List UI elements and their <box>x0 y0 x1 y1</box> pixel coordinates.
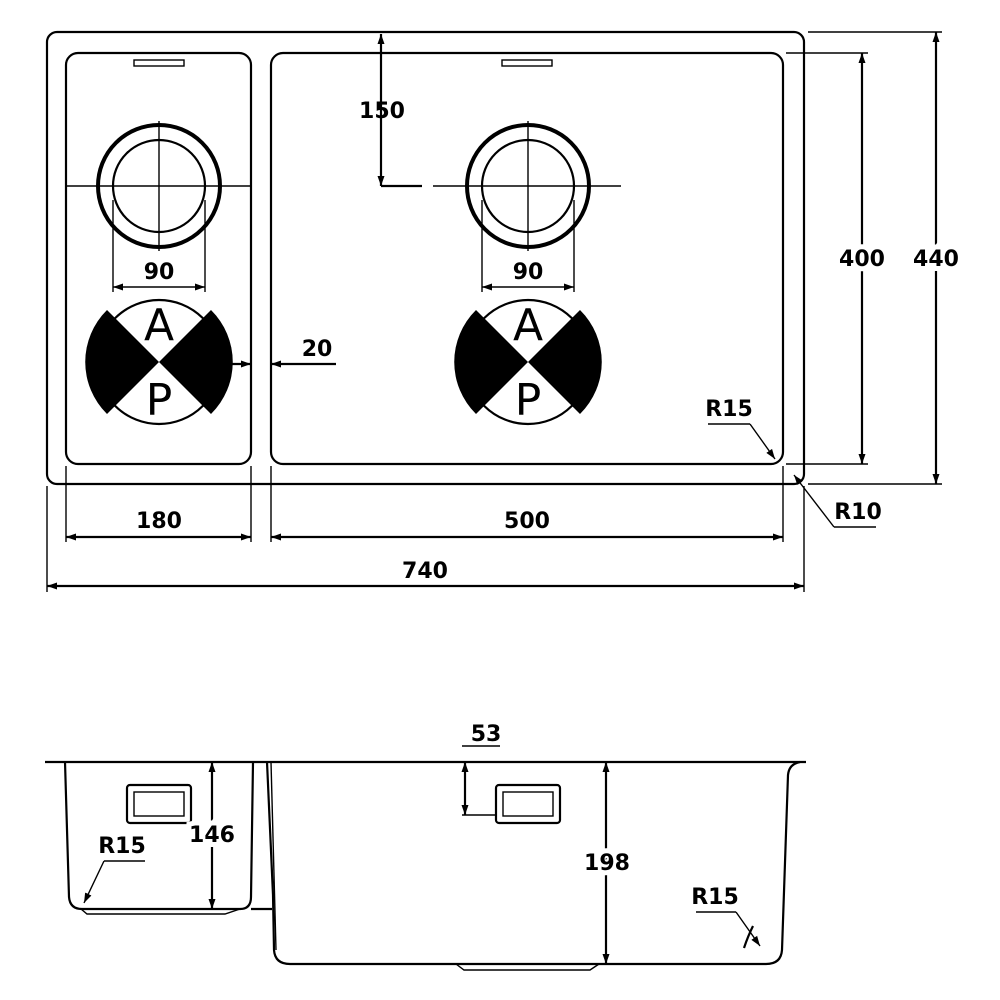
section-large-radius-callout: R15 <box>691 885 761 949</box>
large-bowl-drain <box>433 121 621 251</box>
overall-width-dimension: 740 <box>46 486 805 592</box>
small-valve-symbol: A P <box>85 298 233 426</box>
large-depth-dimension: 198 <box>579 762 635 964</box>
small-bowl-section <box>63 761 255 911</box>
large-bowl-width-label: 500 <box>504 509 550 534</box>
large-section-overflow <box>494 783 562 825</box>
large-valve-symbol: A P <box>454 298 602 426</box>
section-small-radius-label: R15 <box>98 834 146 859</box>
drain-offset-label: 150 <box>359 99 405 124</box>
plan-view: 90 90 150 A P A P <box>45 30 964 592</box>
small-bowl-drain <box>66 121 251 251</box>
section-small-radius-callout: R15 <box>83 834 146 904</box>
large-depth-label: 198 <box>584 851 630 876</box>
large-bowl-outline <box>269 51 785 466</box>
overflow-offset-label: 53 <box>471 722 502 747</box>
valve-top-label: A <box>513 300 543 351</box>
bowl-height-dimension: 400 <box>786 52 890 465</box>
sink-outer-outline <box>45 30 806 486</box>
gap-dimension: 20 <box>222 337 336 368</box>
overall-height-label: 440 <box>913 247 959 272</box>
outer-radius-label: R10 <box>834 500 882 525</box>
small-bowl-outline <box>64 51 253 466</box>
overall-width-label: 740 <box>402 559 448 584</box>
drain-offset-dimension: 150 <box>359 34 422 188</box>
small-bowl-width-label: 180 <box>136 509 182 534</box>
section-view: 146 198 53 R15 R15 <box>45 722 806 971</box>
small-bowl-width-dimension: 180 <box>65 466 252 542</box>
large-hole-dimension: 90 <box>481 200 575 292</box>
small-overflow-slot <box>133 59 185 67</box>
section-large-radius-label: R15 <box>691 885 739 910</box>
small-hole-label: 90 <box>144 260 175 285</box>
gap-label: 20 <box>302 337 333 362</box>
large-hole-label: 90 <box>513 260 544 285</box>
overflow-offset-dimension: 53 <box>461 722 502 816</box>
small-depth-dimension: 146 <box>184 762 240 909</box>
large-bowl-width-dimension: 500 <box>270 466 784 542</box>
valve-top-label: A <box>144 300 174 351</box>
inner-radius-label: R15 <box>705 397 753 422</box>
large-overflow-slot <box>501 59 553 67</box>
valve-bottom-label: P <box>515 375 542 426</box>
small-hole-dimension: 90 <box>112 200 206 292</box>
large-bowl-section <box>265 760 801 966</box>
valve-bottom-label: P <box>146 375 173 426</box>
inner-radius-callout: R15 <box>705 397 776 460</box>
bowl-height-label: 400 <box>839 247 885 272</box>
small-section-overflow <box>125 783 193 825</box>
small-depth-label: 146 <box>189 823 235 848</box>
outer-radius-callout: R10 <box>793 474 882 528</box>
overall-height-dimension: 440 <box>808 31 964 485</box>
